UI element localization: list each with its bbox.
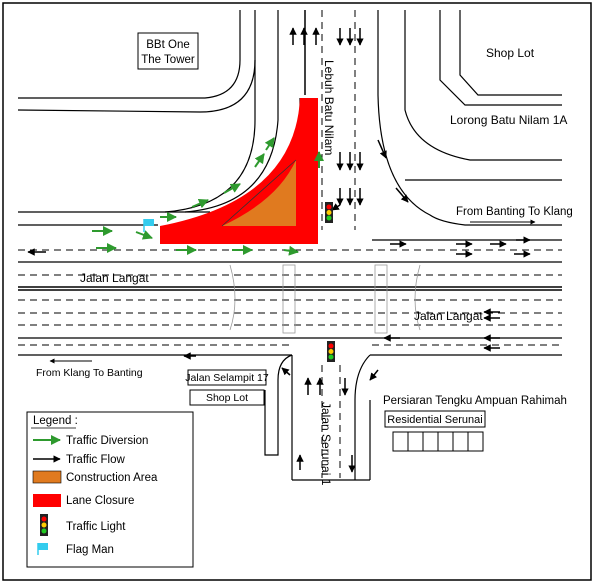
traffic-light-icon (327, 341, 335, 362)
legend-closure-label: Lane Closure (66, 495, 134, 507)
traffic-flow-arrows (27, 27, 531, 473)
legend-construction-label: Construction Area (66, 472, 158, 484)
construction-diagonal (221, 159, 297, 227)
shop-lot-bottom-label: Shop Lot (206, 392, 248, 404)
legend-title: Legend : (33, 415, 78, 427)
persiaran-label: Persiaran Tengku Ampuan Rahimah (383, 395, 567, 407)
outer-frame (2, 2, 592, 581)
residential-label: Residential Serunai (387, 414, 482, 426)
jalan-selampit-box (187, 369, 267, 386)
lebuh-label: Lebuh Batu Nilam (322, 60, 336, 155)
jalan-selampit-label: Jalan Selampit 17 (185, 372, 269, 384)
traffic-diversion-arrows (92, 137, 324, 256)
legend-flag-label: Flag Man (66, 544, 114, 556)
building-name-line2: The Tower (141, 54, 195, 66)
road-edges (17, 10, 562, 481)
residential-blocks (392, 431, 484, 452)
shop-lot-bottom-box (189, 389, 265, 406)
residential-box (384, 410, 486, 428)
legend-flag-icon (37, 543, 48, 555)
flag-man-icon (144, 219, 154, 226)
jalan-serunai-label: Jalan Serunai 1 (319, 402, 333, 486)
median-lines (18, 10, 562, 291)
from-klang-label: From Klang To Banting (36, 367, 143, 379)
lorong-label: Lorong Batu Nilam 1A (450, 113, 567, 127)
construction-area (222, 160, 296, 226)
legend-traffic-light-label: Traffic Light (66, 521, 126, 533)
from-banting-label: From Banting To Klang (456, 206, 573, 218)
junction-box (229, 264, 421, 334)
building-label-box (137, 32, 199, 70)
legend-diversion-label: Traffic Diversion (66, 435, 148, 447)
legend-flow-label: Traffic Flow (66, 454, 125, 466)
shop-lot-top-label: Shop Lot (486, 46, 535, 60)
legend-traffic-light-icon (40, 514, 48, 536)
legend-closure-icon (33, 494, 61, 507)
building-name-line1: BBt One (146, 39, 189, 51)
legend-construction-icon (32, 470, 62, 484)
jalan-langat-left-label: Jalan Langat (80, 271, 149, 285)
traffic-light-icon (325, 202, 333, 223)
jalan-langat-right-label: Jalan Langat (414, 309, 483, 323)
